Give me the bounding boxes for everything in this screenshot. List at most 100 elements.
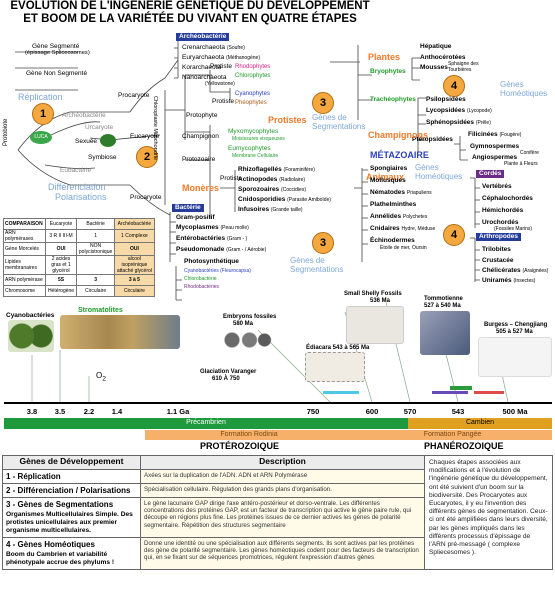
eumycophytes-label: Eumycophytes xyxy=(228,145,271,152)
glaciation-marker xyxy=(323,391,359,394)
genes-segmentations-label-1: Gènes de Segmentations xyxy=(312,113,366,131)
cyanophytes-label: Cyanophytes xyxy=(235,91,271,97)
protiste-label-2: Protiste xyxy=(212,98,235,105)
luca-node: LUCA xyxy=(30,131,52,144)
o2-label: O2 xyxy=(96,371,106,383)
champignon-label: Champignon xyxy=(182,133,219,140)
rhodobacteria-item: Rhodobactéries xyxy=(184,284,220,290)
arthropod-item: Chélicérates (Araignées) xyxy=(482,267,549,274)
photosynthetique-label: Photosynthétique xyxy=(184,258,239,265)
shelly-caption: Small Shelly Fossils xyxy=(344,291,402,297)
plant-item: Psilopsidées xyxy=(426,96,466,103)
chlorophytes-label: Chlorophytes xyxy=(235,73,271,79)
comparison-cell: 3 à 5 xyxy=(113,274,156,286)
title-line-2: ET BOOM DE LA VARIÉTÉE DU VIVANT EN QUAT… xyxy=(23,13,357,25)
plant-item: Lycopsidées (Lycopode) xyxy=(426,107,492,114)
tracheophytes-label: Trachéophytes xyxy=(370,96,416,103)
protozoaire-label: Protozoaire xyxy=(182,156,216,163)
comparison-row: Lipides membranaires 2 acides gras et 1 … xyxy=(3,255,156,275)
archaea-item: Nanoarchaeota xyxy=(182,74,227,81)
gene-step-desc: Le gène lacunaire GAP dirige l'axe antér… xyxy=(140,497,425,538)
archaea-item-note: (Yellowstone) xyxy=(205,81,235,87)
eucaryote-label: Eucaryote xyxy=(130,133,160,140)
ediacara-photo xyxy=(305,352,365,382)
archeobacterie-branch-label: Archéobactérie xyxy=(62,112,106,119)
bacteria-item: Pseudomonade (Gram - / Aérobie) xyxy=(176,246,267,253)
urochordes-note: (Fossiles Marins) xyxy=(494,226,533,232)
cyanobacteries-caption: Cyanobactéries xyxy=(6,312,55,319)
burgess-caption: Burgess – Chengjiang xyxy=(484,322,548,328)
cyanobacteria-item: Cyanobactéries (Fleurocapsa) xyxy=(184,268,251,274)
animal-item: Annélides Polychetes xyxy=(370,213,428,220)
timeline-tick: 3.8 xyxy=(26,407,38,416)
cambrian-marker-red xyxy=(474,391,504,394)
protozoa-item: Rhizoflagellés (Foraminifère) xyxy=(238,166,315,173)
rodinia-bar: Formation Rodinia xyxy=(145,430,353,440)
comparison-cell: ARN polymérase xyxy=(3,274,46,286)
timeline-tick: 600 xyxy=(365,407,379,416)
cordes-item: Vertébrés xyxy=(482,183,512,190)
protozoa-item: Infusoires (Grande taille) xyxy=(238,206,303,213)
timeline-tick: 1.4 xyxy=(111,407,123,416)
moneres-group-label: Monères xyxy=(182,183,220,193)
urcaryote-label: Urcaryote xyxy=(85,124,114,131)
chloroplaste-mitochondrie-label: Chloroplaste Mitochondrie xyxy=(152,96,158,160)
comparison-cell xyxy=(76,255,115,275)
genes-table-row: 2 - Différenciation / Polarisations Spéc… xyxy=(2,483,553,498)
gene-step-sub: Organismes Multicellulaires Simple. Des … xyxy=(6,511,133,534)
animaux-group-label: Animaux xyxy=(366,172,405,182)
shelly-photo xyxy=(346,306,404,344)
step-circle-3: 3 xyxy=(312,92,334,114)
embryons-age: 580 Ma xyxy=(233,321,254,327)
animal-item: Nématodes Priapuliens xyxy=(370,189,432,196)
symbiose-label: Symbiose xyxy=(88,154,117,161)
tommotienne-caption: Tommotienne xyxy=(424,296,463,302)
cambrian-marker-green xyxy=(450,386,472,390)
comparison-cell: Hétérogène xyxy=(44,285,78,297)
genes-table-row: 4 - Gènes Homéotiques Boom du Cambrien e… xyxy=(2,537,553,570)
timeline-tick: 1.1 Ga xyxy=(166,407,190,416)
precambrien-bar: Précambrien xyxy=(4,418,408,429)
tommotienne-photo xyxy=(420,311,470,355)
cambrien-bar: Cambien xyxy=(408,418,552,429)
archaea-item: Crenarchaeota (Soufre) xyxy=(182,44,245,51)
comparison-header: Archéobactérie xyxy=(113,218,156,230)
plant-item: Filicinées (Fougère) xyxy=(468,131,522,138)
plant-item: Mousses xyxy=(420,64,448,71)
comparison-header-row: COMPARAISON Eucaryote Bactérie Archéobac… xyxy=(3,218,156,230)
comparison-row: Gène Morcelés OUI NON polycistronique OU… xyxy=(3,242,156,256)
echino-note: Étoile de mer, Oursin xyxy=(380,245,427,251)
comparison-cell: 1 xyxy=(76,229,115,243)
plante-fleur-note: Plante à Fleurs xyxy=(504,161,538,167)
comparison-cell: alcool isoprénique attaché glycérol xyxy=(113,255,156,275)
gene-step-label: 4 - Gènes Homéotiques Boom du Cambrien e… xyxy=(2,537,141,570)
comparison-row: ARN polymérases 3 R II III-M 1 1 Complex… xyxy=(3,229,156,243)
comparison-cell: 1 Complexe xyxy=(113,229,156,243)
protozoa-item: Actinopodes (Radiolaire) xyxy=(238,176,306,183)
pangee-bar: Formation Pangée xyxy=(353,430,552,440)
step-circle-2: 2 xyxy=(136,146,158,168)
bacteria-item: Entérobactéries (Gram - ) xyxy=(176,235,248,242)
animal-item: Cnidaires Hydre, Méduse xyxy=(370,225,436,232)
stromatolites-photo xyxy=(60,315,180,349)
plant-item: Sphénopsidées (Prêle) xyxy=(426,119,491,126)
burgess-photo xyxy=(478,337,552,377)
genes-table-row: 3 - Gènes de Segmentations Organismes Mu… xyxy=(2,497,553,538)
gene-step-title: 4 - Gènes Homéotiques xyxy=(6,540,95,549)
animal-item: Mollusques xyxy=(370,177,406,184)
side-summary: Chaques étapes associées aux modificatio… xyxy=(424,455,553,570)
plant-item: Angiospermes xyxy=(472,154,518,161)
comparison-cell: 3 xyxy=(76,274,115,286)
plant-item: Gymnospermes xyxy=(470,143,520,150)
plant-item: Ptéropsidées xyxy=(412,136,453,143)
embryos-photo xyxy=(222,330,272,350)
page-title: ÉVOLUTION DE L'INGÉNÉRIE GÉNÉTIQUE DU DÉ… xyxy=(0,0,380,26)
bryophytes-label: Bryophytes xyxy=(370,68,406,75)
procaryote-top-label: Procaryote xyxy=(118,92,150,99)
comparison-cell: OUI xyxy=(113,242,156,256)
pheophytes-label: Phéophytes xyxy=(235,100,267,106)
epissage-label: (épissage Spliceosomes) xyxy=(25,50,90,56)
phylogeny-lines xyxy=(15,40,509,403)
cordes-item: Hémichordés xyxy=(482,207,524,214)
sphaigne-note: Sphaigne des Tourbières xyxy=(448,61,479,73)
